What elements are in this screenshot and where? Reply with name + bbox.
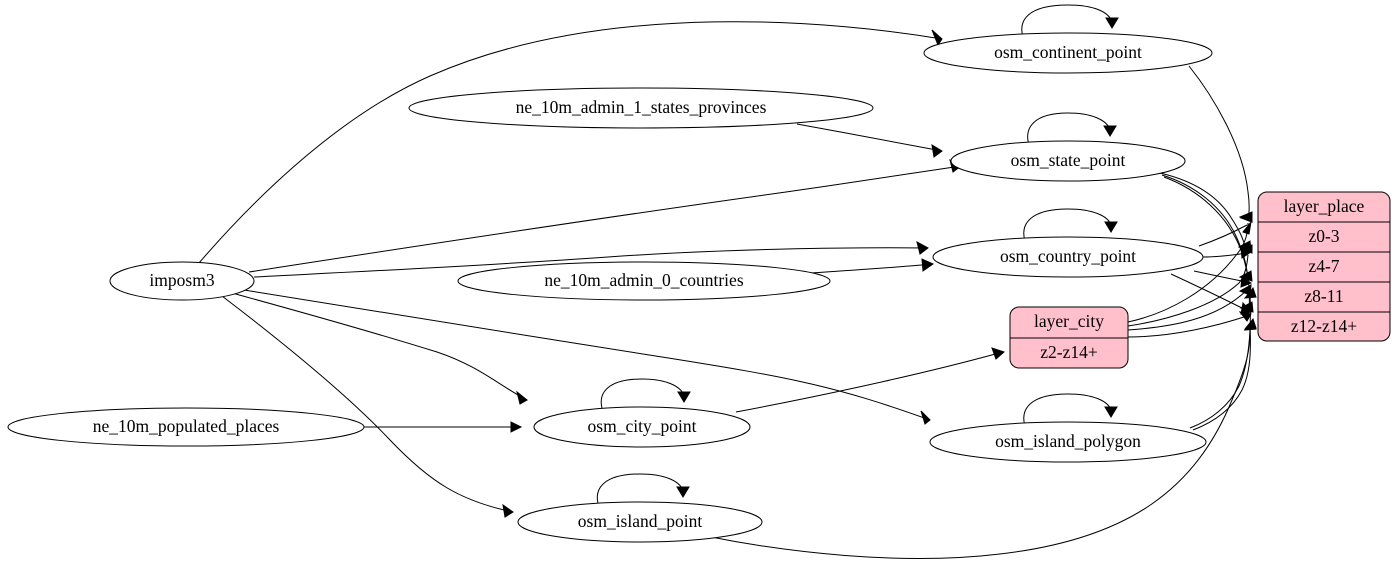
edge-self-loop-osm-state-point — [1027, 112, 1117, 149]
edge-osm-island-point-to-layer-place-z12-z14 — [705, 318, 1257, 559]
node-imposm3-label: imposm3 — [149, 270, 214, 290]
edge-self-loop-osm-island-point — [596, 473, 690, 510]
edge-self-loop-osm-country-point — [1023, 208, 1118, 245]
record-layer-place-row-z8-11[interactable]: z8-11 — [1304, 286, 1343, 306]
edge-layer — [198, 4, 1257, 559]
record-layer-place-row-z0-3[interactable]: z0-3 — [1308, 226, 1339, 246]
node-osm-island-point[interactable]: osm_island_point — [517, 501, 763, 543]
node-ne-states-shape[interactable] — [408, 87, 874, 129]
edge-osm-island-polygon-to-layer-place-z8-11 — [1189, 286, 1257, 429]
edge-layer-city-to-layer-place-z12-z14 — [1127, 311, 1252, 338]
node-osm-island-polygon-label: osm_island_polygon — [995, 431, 1141, 451]
edge-imposm3-to-osm-island-polygon — [243, 289, 931, 425]
record-layer-city[interactable]: layer_city z2-z14+ — [1009, 306, 1129, 369]
edge-imposm3-to-osm-state-point — [248, 159, 962, 273]
edge-osm-city-point-to-layer-city-z2-z14 — [735, 347, 1005, 413]
node-ne-10m-admin-1-states-provinces[interactable]: ne_10m_admin_1_states_provinces — [408, 87, 874, 129]
node-osm-island-point-label: osm_island_point — [578, 511, 703, 531]
node-layer: imposm3 ne_10m_admin_1_states_provinces … — [7, 32, 1213, 543]
edge-self-loop-osm-continent-point — [1021, 4, 1119, 41]
node-osm-country-point[interactable]: osm_country_point — [932, 236, 1204, 278]
node-osm-island-polygon-shape[interactable] — [929, 421, 1207, 463]
node-osm-continent-point[interactable]: osm_continent_point — [923, 32, 1213, 74]
node-osm-city-point-label: osm_city_point — [588, 416, 697, 436]
edge-layer-city-to-layer-place-z4-7 — [1127, 244, 1253, 327]
edge-osm-country-point-to-layer-place-z8-11 — [1193, 270, 1253, 288]
node-osm-country-point-shape[interactable] — [932, 236, 1204, 278]
node-osm-state-point[interactable]: osm_state_point — [950, 140, 1186, 182]
edge-ne-countries-to-osm-country-point — [810, 258, 935, 274]
node-osm-island-point-shape[interactable] — [517, 501, 763, 543]
node-imposm3[interactable]: imposm3 — [109, 261, 255, 301]
edge-self-loop-osm-city-point — [600, 378, 691, 415]
node-ne-populated-shape[interactable] — [7, 407, 365, 447]
edge-ne-states-to-osm-state-point — [796, 123, 943, 158]
node-ne-countries-shape[interactable] — [457, 261, 831, 301]
record-layer-place-title: layer_place — [1284, 196, 1365, 216]
edge-layer-city-to-layer-place-z0-3 — [1127, 212, 1253, 323]
edge-imposm3-to-osm-island-point — [221, 295, 514, 518]
record-layer-city-row-z2-z14[interactable]: z2-z14+ — [1040, 342, 1098, 362]
node-osm-country-point-label: osm_country_point — [1000, 246, 1136, 266]
node-ne-10m-populated-places[interactable]: ne_10m_populated_places — [7, 407, 365, 447]
node-osm-city-point-shape[interactable] — [533, 406, 751, 448]
node-ne-10m-admin-0-countries[interactable]: ne_10m_admin_0_countries — [457, 261, 831, 301]
node-ne-states-label: ne_10m_admin_1_states_provinces — [516, 97, 767, 117]
edge-self-loop-osm-island-polygon — [1023, 393, 1118, 430]
node-osm-state-point-shape[interactable] — [950, 140, 1186, 182]
edge-imposm3-to-osm-continent-point — [198, 21, 943, 264]
edge-osm-island-polygon-to-layer-place-z12-z14 — [1192, 317, 1257, 431]
edge-osm-country-point-to-layer-place-z0-3 — [1198, 220, 1252, 247]
record-layer-city-title: layer_city — [1034, 311, 1104, 331]
node-osm-state-point-label: osm_state_point — [1011, 150, 1126, 170]
node-osm-island-polygon[interactable]: osm_island_polygon — [929, 421, 1207, 463]
record-layer-place-row-z4-7[interactable]: z4-7 — [1308, 256, 1339, 276]
edge-layer-city-to-layer-place-z8-11 — [1127, 284, 1252, 331]
node-imposm3-shape[interactable] — [109, 261, 255, 301]
node-ne-countries-label: ne_10m_admin_0_countries — [544, 270, 743, 290]
record-layer: layer_place z0-3 z4-7 z8-11 z12-z14+ lay… — [1009, 191, 1391, 369]
record-layer-place[interactable]: layer_place z0-3 z4-7 z8-11 z12-z14+ — [1257, 191, 1391, 342]
node-osm-city-point[interactable]: osm_city_point — [533, 406, 751, 448]
edge-imposm3-to-osm-country-point — [253, 241, 929, 278]
edge-ne-populated-to-osm-city-point — [364, 421, 523, 433]
record-layer-place-box[interactable] — [1257, 191, 1391, 342]
node-osm-continent-point-shape[interactable] — [923, 32, 1213, 74]
edge-imposm3-to-osm-city-point — [231, 292, 528, 405]
node-ne-populated-label: ne_10m_populated_places — [93, 416, 280, 436]
record-layer-place-row-z12-z14[interactable]: z12-z14+ — [1291, 316, 1357, 336]
node-osm-continent-point-label: osm_continent_point — [994, 42, 1142, 62]
edge-osm-continent-point-to-layer-place-z0-3 — [1188, 65, 1253, 223]
